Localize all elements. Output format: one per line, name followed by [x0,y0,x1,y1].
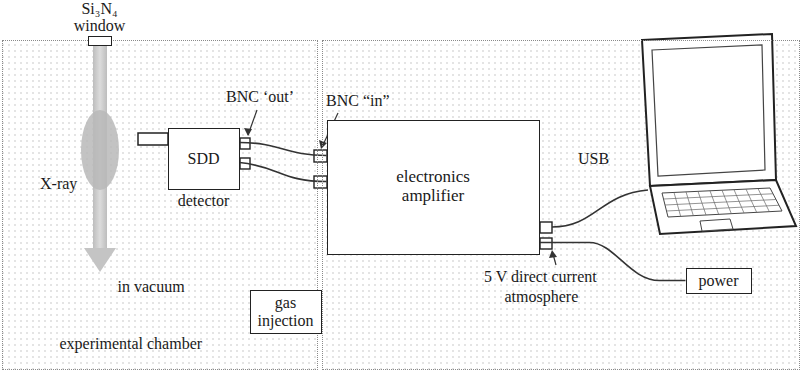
focus-spot [81,110,119,190]
node-label: detector [178,192,230,210]
supply-label: 5 V direct current [484,268,597,286]
region-label: experimental chamber [60,335,203,353]
port-label: BNC ‘out’ [226,88,294,106]
node-label: electronics amplifier [378,168,488,205]
region-label: atmosphere [505,288,579,306]
laptop-keyboard [662,188,782,217]
chamber-ground [2,40,318,370]
cable-label: USB [578,150,609,168]
node-label: power [699,272,739,290]
leader-head [244,128,252,136]
laptop-base [650,180,796,234]
power-port [540,238,552,249]
laptop-display [652,45,765,176]
node-label: Si₃N₄ window [67,1,133,35]
amplifier-box: electronics amplifier [327,120,540,255]
port-label: BNC “in” [326,92,390,110]
window-box: Si₃N₄ window [88,36,112,46]
cable [240,163,327,182]
power-box: power [686,268,752,294]
usb-cable [552,190,648,227]
detector-box: SDDdetector [168,128,240,190]
touchpad [700,219,733,231]
keyboard-keys [664,189,780,217]
atmosphere-region: atmosphere electronics amplifier power [322,40,800,370]
laptop-screen [642,34,776,186]
beam-label: X-ray [40,175,77,193]
usb-port [540,222,552,233]
gas-injection-box: gas injection [250,290,322,334]
xray-arrowhead [84,248,116,272]
node-label: SDD [187,150,219,168]
region-label: in vacuum [118,278,185,296]
leader-head [549,250,557,258]
node-label: gas injection [256,294,316,329]
atmosphere-ground [322,40,800,370]
cable [240,143,327,156]
detector-snout [138,133,168,145]
